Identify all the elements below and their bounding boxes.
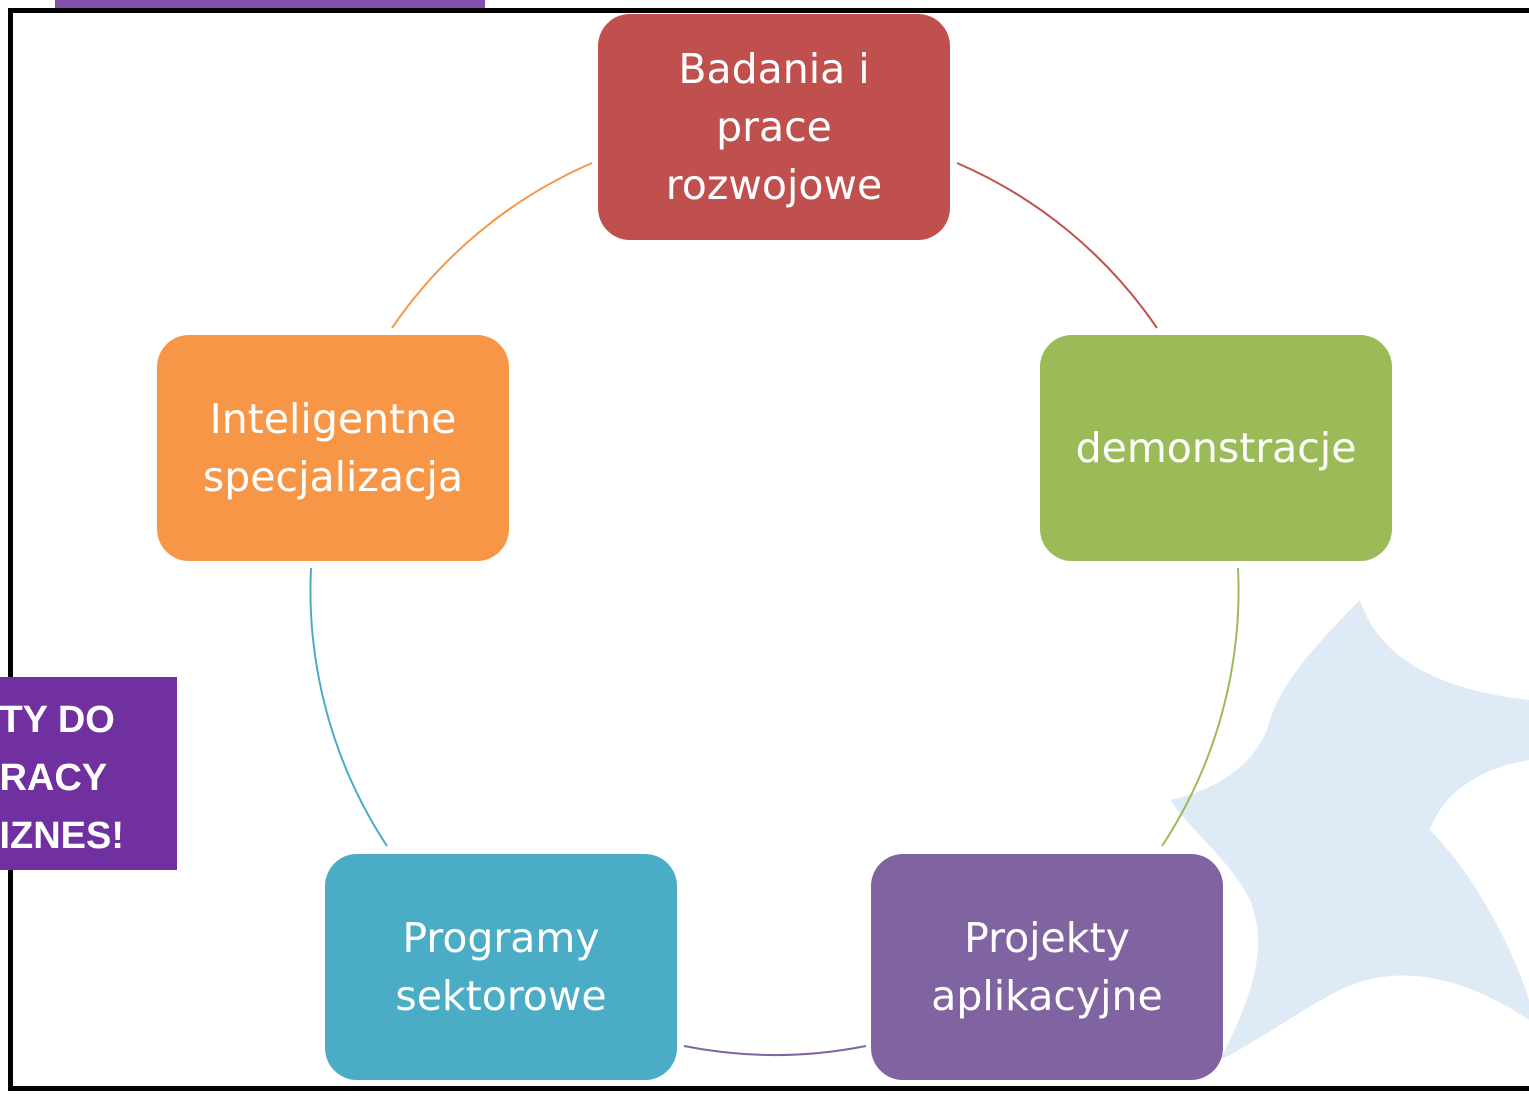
connector-demonstracje-to-projekty	[1161, 567, 1240, 847]
title-accent-strip	[55, 0, 485, 8]
node-projekty: Projekty aplikacyjne	[871, 854, 1223, 1080]
callout-box: TY DO RACY IZNES!	[0, 677, 177, 870]
slide-frame	[8, 8, 1529, 1091]
connector-projekty-to-programy	[683, 1045, 867, 1056]
callout-text: TY DO RACY IZNES!	[0, 699, 124, 857]
node-demonstracje: demonstracje	[1040, 335, 1392, 561]
star-watermark-icon	[1170, 600, 1529, 1060]
node-inteligentne: Inteligentne specjalizacja	[157, 335, 509, 561]
connector-programy-to-inteligentne	[309, 567, 388, 847]
node-badania: Badania i prace rozwojowe	[598, 14, 950, 240]
node-programy: Programy sektorowe	[325, 854, 677, 1080]
connector-inteligentne-to-badania	[391, 162, 593, 329]
connector-badania-to-demonstracje	[956, 162, 1158, 329]
